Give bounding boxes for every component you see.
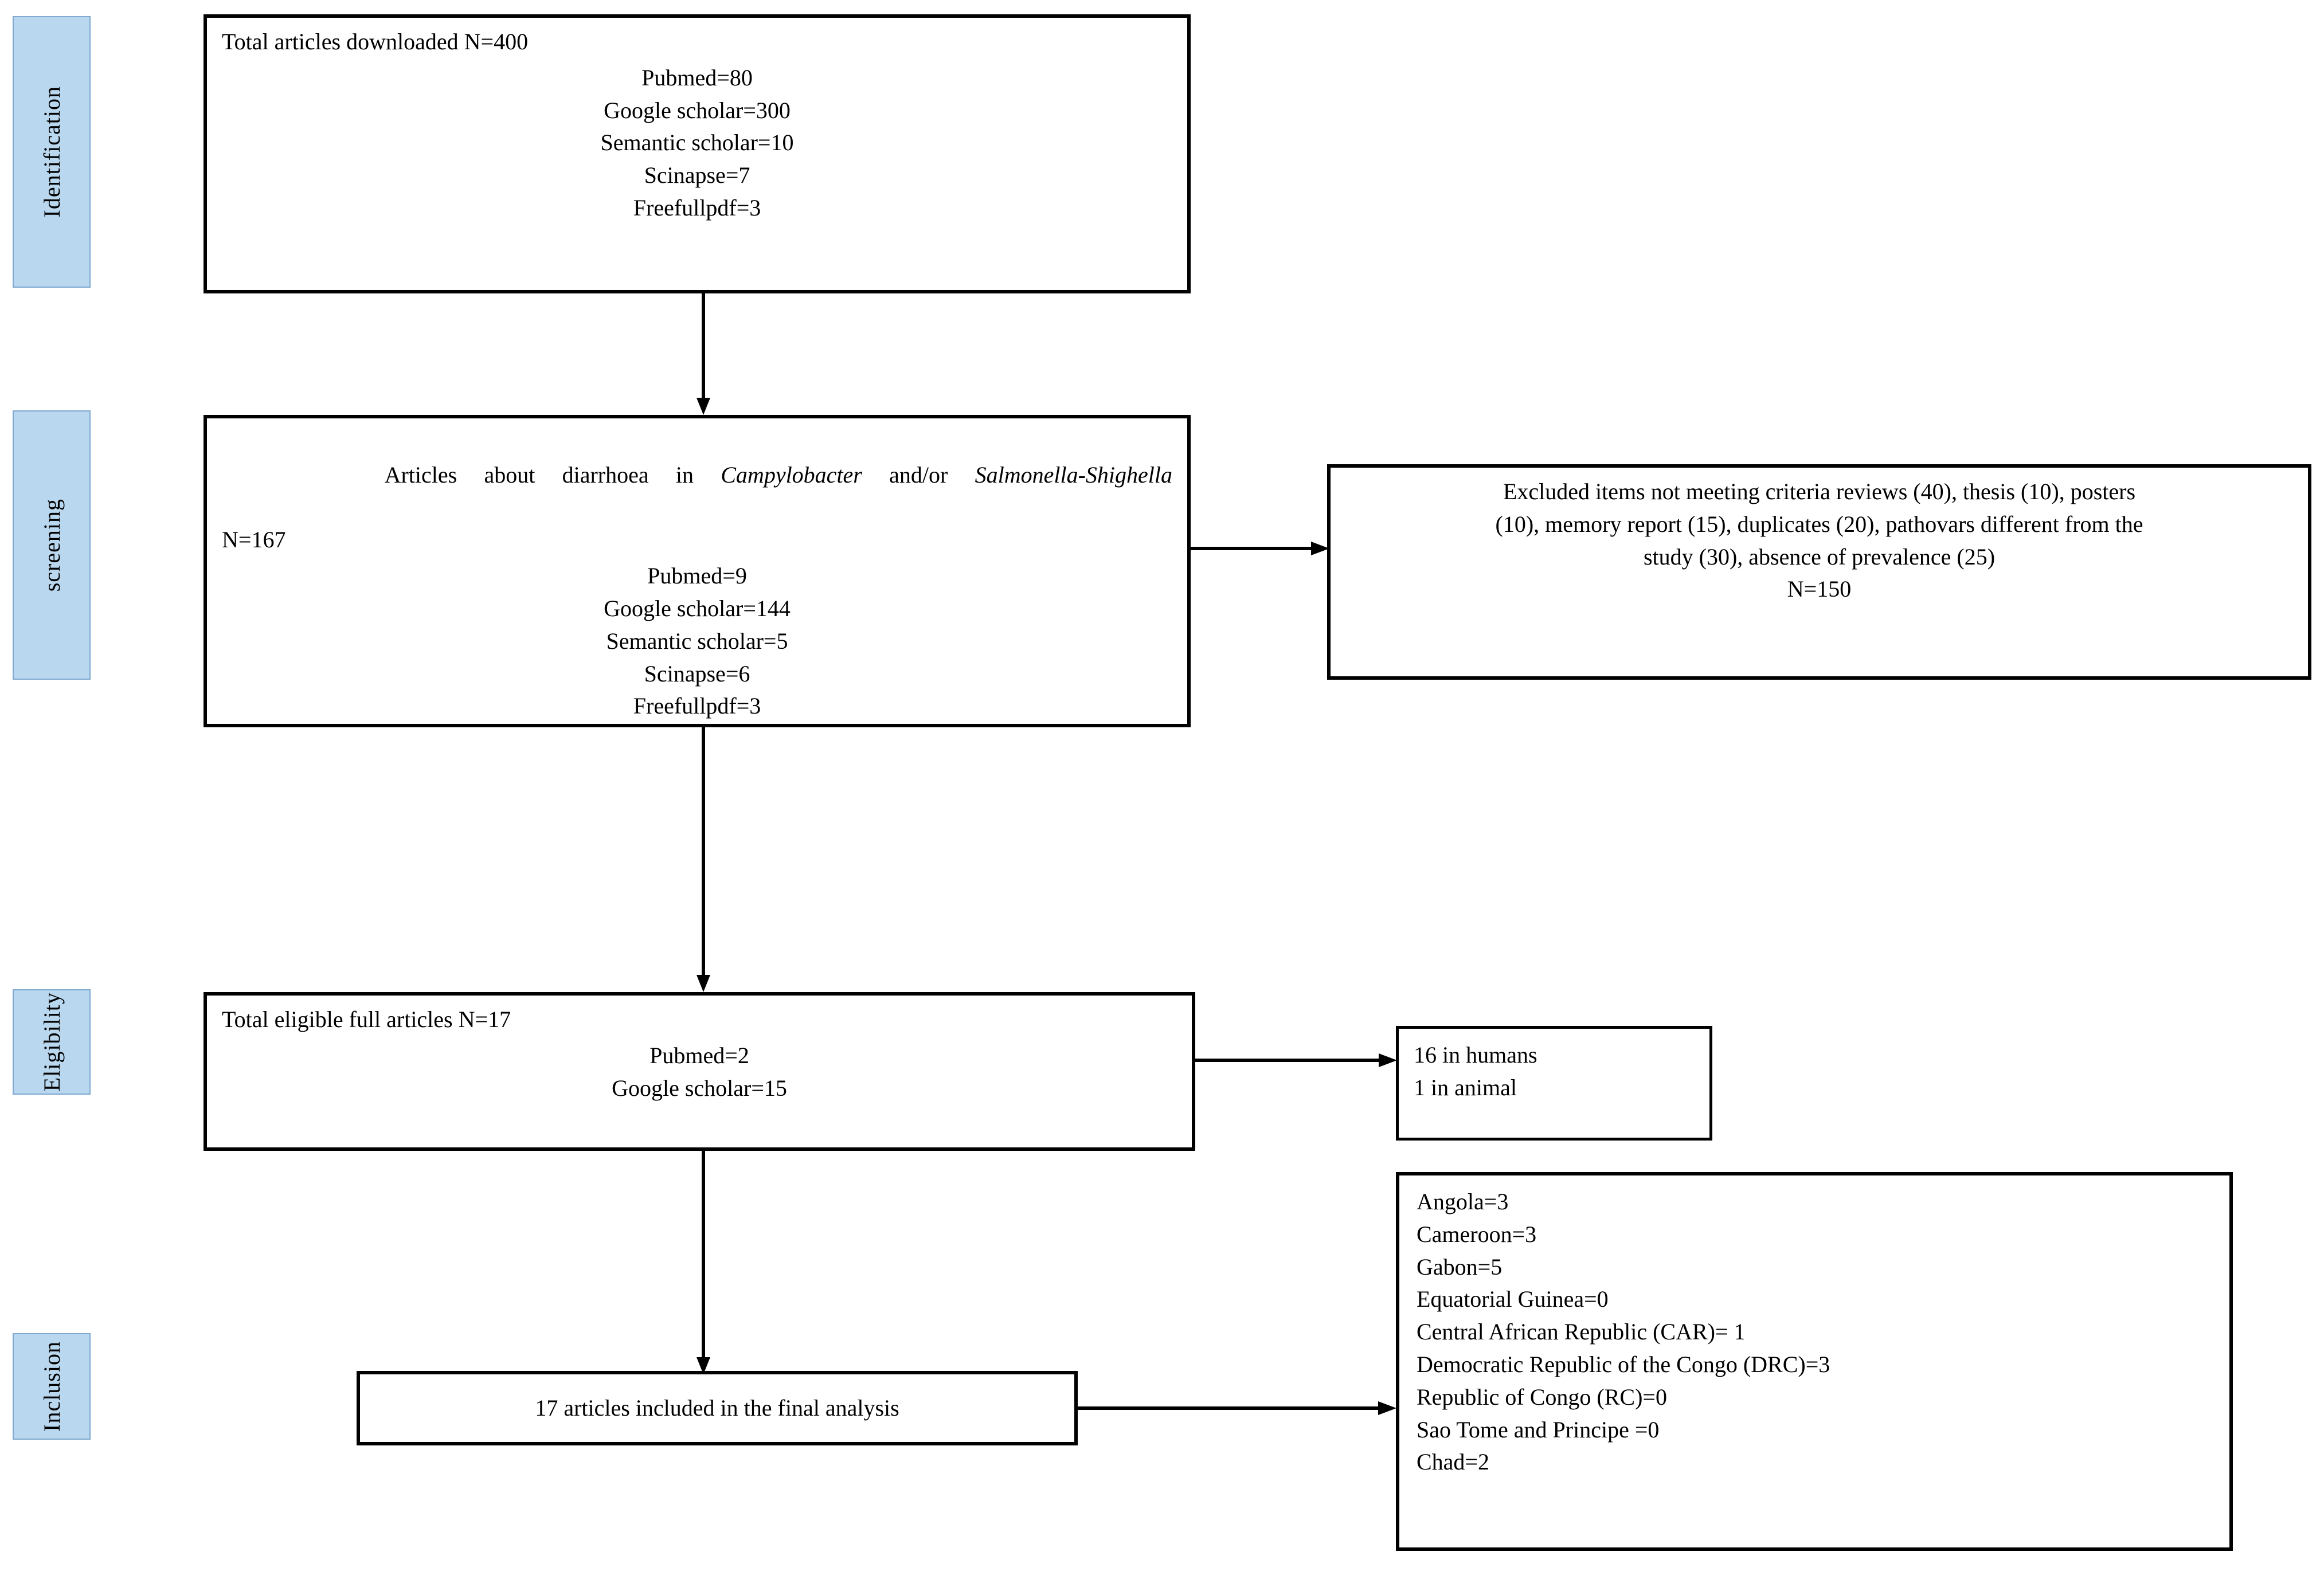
connector-eligibility-to-subjects	[1195, 1053, 1397, 1067]
screening-source-pubmed: Pubmed=9	[647, 563, 747, 589]
connector-included-to-countries	[1078, 1401, 1396, 1415]
screening-source-freefullpdf: Freefullpdf=3	[633, 693, 761, 719]
screening-source-semantic-scholar: Semantic scholar=5	[606, 628, 788, 654]
identification-source-scinapse: Scinapse=7	[644, 162, 750, 189]
country-cameroon: Cameroon=3	[1417, 1221, 1537, 1247]
country-sao-tome-and-principe: Sao Tome and Principe =0	[1417, 1416, 1660, 1443]
excluded-line-3: study (30), absence of prevalence (25)	[1643, 543, 1996, 570]
screening-heading-mid: and/or	[862, 461, 975, 488]
identification-source-freefullpdf: Freefullpdf=3	[633, 194, 761, 221]
box-study-subjects: 16 in humans 1 in animal	[1396, 1026, 1712, 1141]
eligibility-source-pubmed: Pubmed=2	[650, 1042, 749, 1068]
screening-source-scinapse: Scinapse=6	[644, 660, 750, 687]
eligibility-source-google-scholar: Google scholar=15	[612, 1075, 787, 1101]
stage-chip-inclusion: Inclusion	[13, 1333, 91, 1440]
stage-chip-screening: screening	[13, 410, 91, 680]
subjects-humans: 16 in humans	[1414, 1042, 1537, 1068]
excluded-line-2: (10), memory report (15), duplicates (20…	[1495, 511, 2143, 537]
identification-source-semantic-scholar: Semantic scholar=10	[600, 130, 794, 156]
screening-source-google-scholar: Google scholar=144	[604, 595, 791, 621]
stage-label-identification: Identification	[38, 86, 65, 218]
identification-heading: Total articles downloaded N=400	[222, 29, 529, 54]
excluded-total: N=150	[1787, 576, 1852, 602]
screening-heading-taxon-1: Campylobacter	[721, 461, 862, 488]
box-included: 17 articles included in the final analys…	[357, 1371, 1078, 1445]
country-gabon: Gabon=5	[1417, 1253, 1503, 1280]
connector-identification-to-screening	[697, 293, 710, 415]
identification-source-list: Pubmed=80 Google scholar=300 Semantic sc…	[222, 62, 1172, 225]
screening-heading-taxon-2: Salmonella-Shighella	[975, 461, 1172, 488]
identification-source-google-scholar: Google scholar=300	[604, 97, 791, 123]
stage-chip-identification: Identification	[13, 16, 91, 288]
country-equatorial-guinea: Equatorial Guinea=0	[1417, 1286, 1609, 1312]
country-angola: Angola=3	[1417, 1189, 1509, 1214]
country-chad: Chad=2	[1417, 1449, 1489, 1475]
country-central-african-republic: Central African Republic (CAR)= 1	[1417, 1319, 1746, 1345]
connector-screening-to-excluded	[1191, 542, 1329, 555]
stage-label-screening: screening	[38, 498, 65, 592]
screening-source-list: Pubmed=9 Google scholar=144 Semantic sch…	[222, 560, 1172, 723]
included-heading: 17 articles included in the final analys…	[535, 1394, 899, 1421]
stage-chip-eligibility: Eligibility	[13, 989, 91, 1095]
connector-screening-to-eligibility	[697, 727, 710, 992]
box-screening: Articles about diarrhoea in Campylobacte…	[204, 415, 1191, 727]
screening-heading-pre: Articles about diarrhoea in	[384, 461, 721, 488]
country-republic-of-congo: Republic of Congo (RC)=0	[1417, 1384, 1667, 1410]
box-excluded-items: Excluded items not meeting criteria revi…	[1327, 464, 2311, 680]
stage-label-inclusion: Inclusion	[38, 1341, 65, 1432]
stage-label-eligibility: Eligibility	[38, 992, 65, 1092]
screening-total: N=167	[222, 527, 286, 553]
excluded-line-1: Excluded items not meeting criteria revi…	[1503, 479, 2136, 504]
box-identification: Total articles downloaded N=400 Pubmed=8…	[204, 14, 1191, 293]
eligibility-heading: Total eligible full articles N=17	[222, 1006, 511, 1032]
eligibility-source-list: Pubmed=2 Google scholar=15	[222, 1040, 1177, 1105]
identification-source-pubmed: Pubmed=80	[641, 64, 753, 91]
country-drc: Democratic Republic of the Congo (DRC)=3	[1417, 1351, 1830, 1377]
screening-heading: Articles about diarrhoea in Campylobacte…	[222, 426, 1172, 524]
subjects-animal: 1 in animal	[1414, 1074, 1517, 1100]
connector-eligibility-to-included	[697, 1151, 710, 1374]
box-eligibility: Total eligible full articles N=17 Pubmed…	[204, 992, 1195, 1151]
box-countries: Angola=3 Cameroon=3 Gabon=5 Equatorial G…	[1396, 1172, 2233, 1551]
